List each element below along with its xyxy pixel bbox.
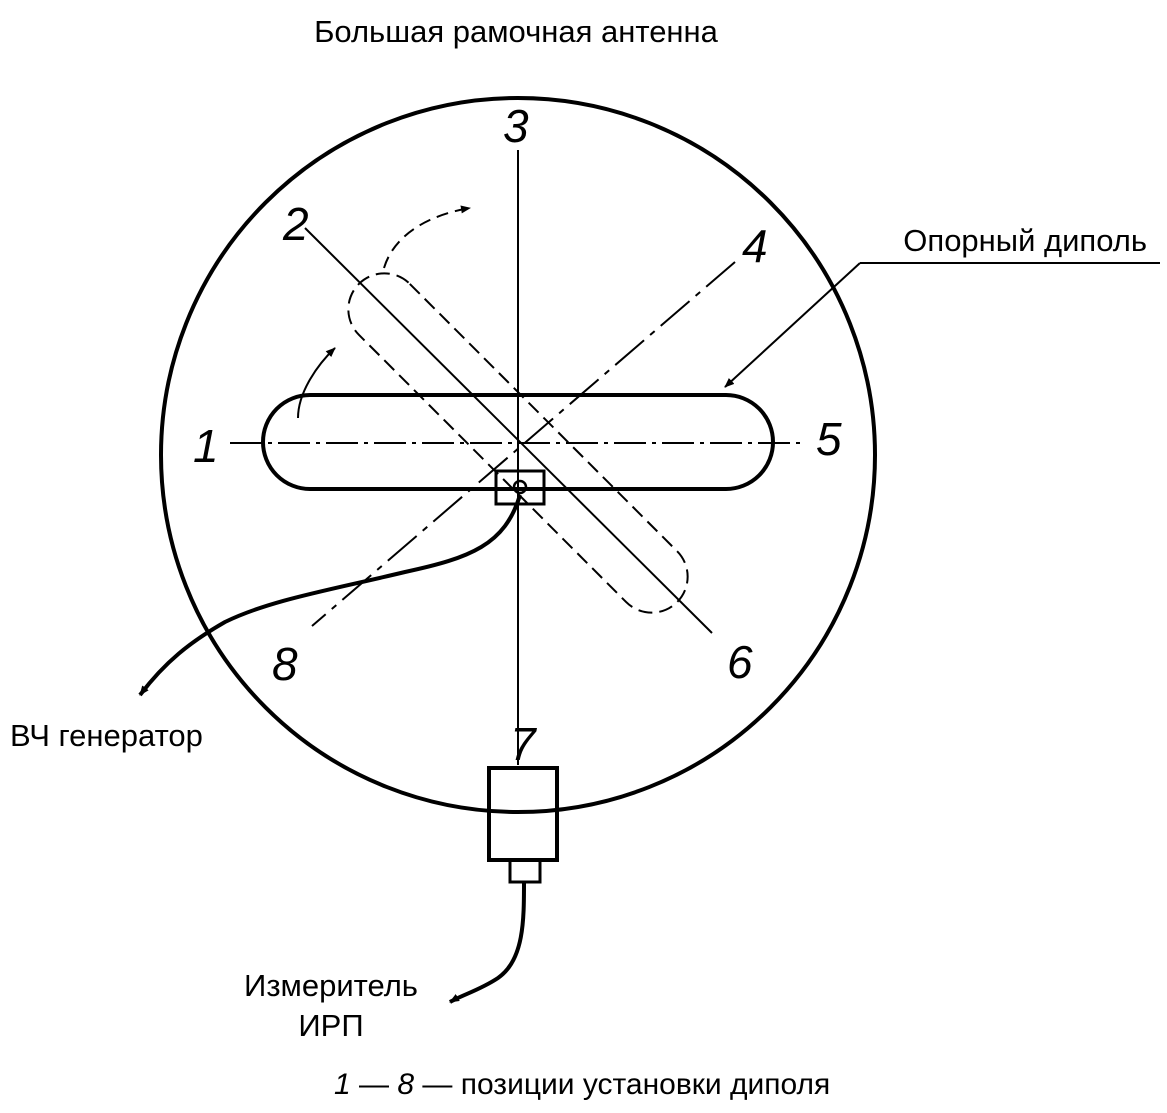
caption: 1 — 8 — позиции установки диполя [334,1068,830,1101]
caption-start: 1 [334,1068,351,1101]
position-1-label: 1 [193,420,219,472]
caption-text: — позиции установки диполя [414,1068,830,1101]
position-4-label: 4 [742,220,768,272]
line-4-8 [311,261,736,627]
meter-label-line1: Измеритель [244,968,418,1003]
caption-dash: — [351,1068,398,1101]
position-6-label: 6 [727,636,753,688]
rf-generator-cable [138,494,522,697]
position-5-label: 5 [816,413,842,465]
position-lines [230,150,800,765]
caption-end: 8 [397,1068,414,1101]
position-3-label: 3 [503,100,529,152]
meter-cable [448,881,526,1004]
rf-generator-label: ВЧ генератор [10,718,203,753]
diagram-title: Большая рамочная антенна [314,14,719,49]
reference-dipole [261,393,775,491]
position-7-label: 7 [510,718,537,770]
position-8-label: 8 [272,638,298,690]
position-2-label: 2 [282,198,309,250]
rotation-arrow-dashed-icon [383,205,471,269]
large-loop-antenna [159,96,877,814]
dipole-leader-arrow-icon [724,262,861,388]
meter-box [487,766,559,862]
feed-connector-icon [512,479,528,495]
line-2-6 [304,227,713,634]
meter-connector [508,858,542,884]
meter-label-line2: ИРП [298,1008,363,1043]
rotation-arrow-icon [297,347,336,419]
rotated-dipole-outline [347,272,689,614]
reference-dipole-label: Опорный диполь [903,223,1147,258]
dipole-feed-box [494,469,546,506]
